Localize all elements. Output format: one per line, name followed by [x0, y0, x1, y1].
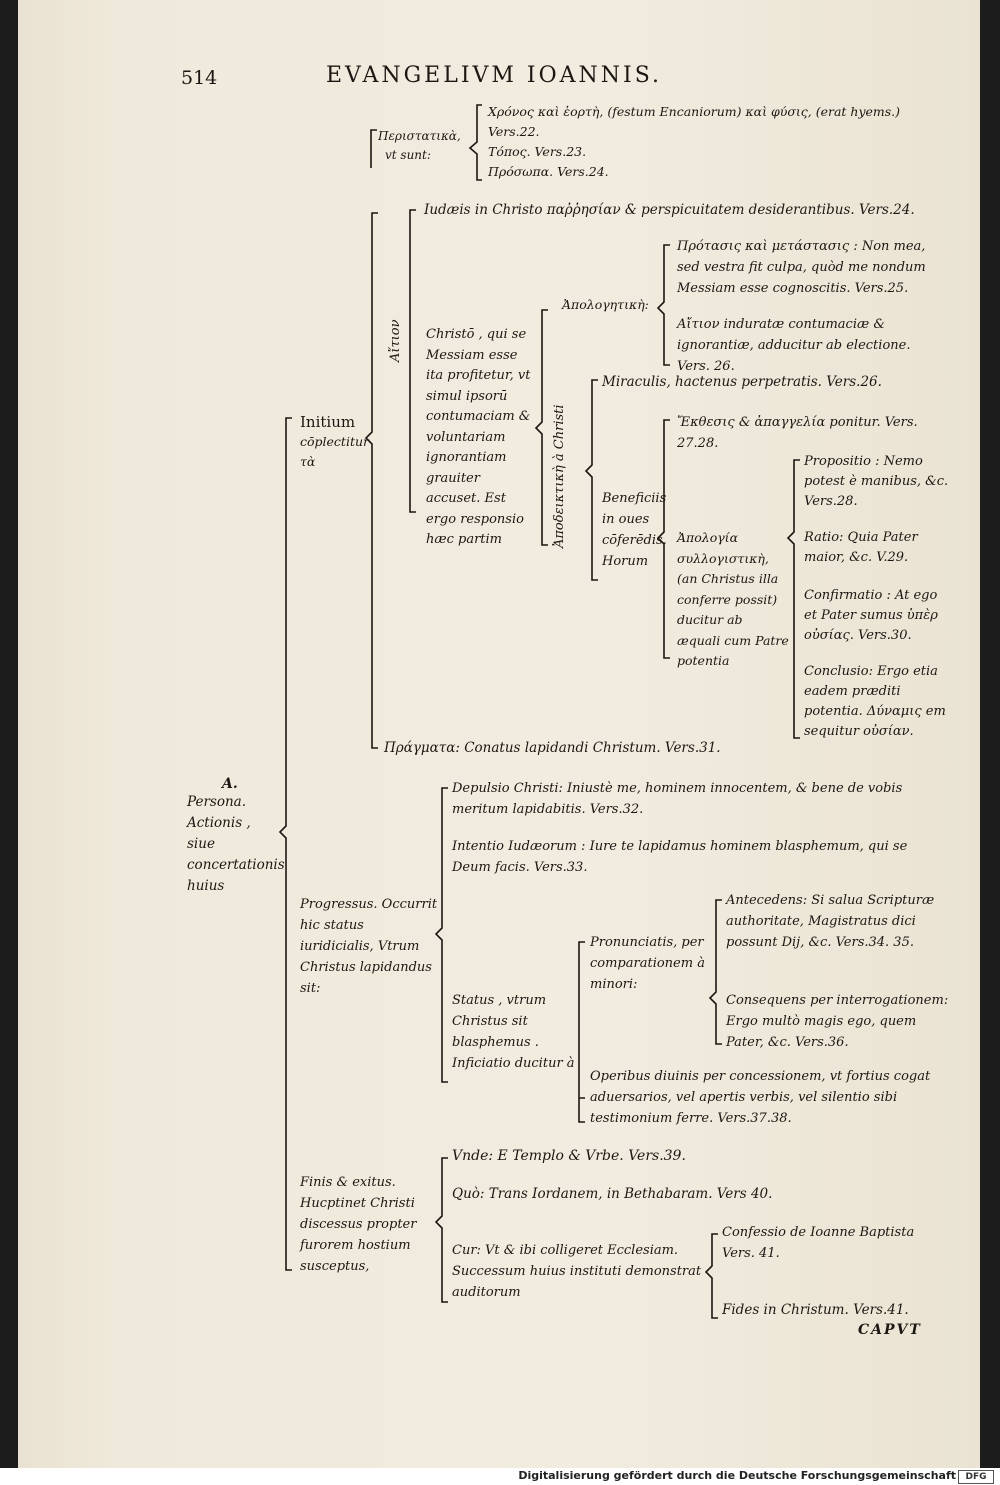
bracket-aitia [409, 209, 416, 513]
operibus-text: Operibus diuinis per concessionem, vt fo… [590, 1069, 931, 1126]
fides-line: Fides in Christum. Vers.41. [722, 1302, 909, 1318]
bracket-peristatika [370, 129, 377, 168]
root-letter: A. [222, 776, 238, 792]
confessio-text: Confessio de Ioanne Baptista Vers. 41. [722, 1225, 915, 1261]
unde-line: Vnde: E Templo & Vrbe. Vers.39. [452, 1148, 686, 1164]
iudaeis-line: Iudæis in Christo παῤῥησίαν & perspicuit… [424, 202, 915, 218]
bracket-cur [704, 1233, 718, 1319]
miraculis-line: Miraculis, hactenus perpetratis. Vers.26… [602, 374, 882, 390]
finis-text: Finis & exitus. Hucptinet Christi disces… [300, 1175, 417, 1274]
dfg-logo-icon: DFG [958, 1470, 994, 1484]
progressus-text: Progressus. Occurrit hic status iuridici… [300, 897, 438, 996]
bracket-root [278, 417, 292, 1271]
ratio-text: Ratio: Quia Pater maior, &c. V.29. [804, 530, 918, 565]
depulsio-text: Depulsio Christi: Iniustè me, hominem in… [452, 781, 903, 817]
quo-line: Quò: Trans Iordanem, in Bethabaram. Vers… [452, 1186, 773, 1202]
conclusio-text: Conclusio: Ergo etia eadem præditi poten… [804, 664, 946, 739]
bracket-christo [534, 309, 548, 546]
apologia-text: Ἀπολογία συλλογιστικὴ, (an Christus illa… [677, 530, 789, 668]
book-page [18, 0, 980, 1468]
apologetike-item-2: Αἴτιον induratæ contumaciæ & ignorantiæ,… [677, 317, 911, 374]
peristatika-item-2: Vers.22. [488, 124, 540, 139]
bracket-apodeixis [584, 379, 598, 581]
peristatika-head: Περιστατικὰ, [378, 129, 461, 143]
footer-strip [0, 1468, 1000, 1485]
bracket-apologia [786, 459, 800, 739]
initium-head: Initium [300, 413, 356, 431]
peristatika-sub: vt sunt: [385, 148, 431, 162]
ekthesis-line: Ἔκθεσις & ἀπαγγελία ponitur. Vers. 27.28… [677, 415, 918, 451]
page-number: 514 [181, 67, 218, 89]
aitia-vertical-label: Αἴτιον [388, 319, 403, 362]
initium-sub: cōplectitur τὰ [300, 434, 369, 469]
catchword: CAPVT [858, 1322, 922, 1338]
status-text: Status , vtrum Christus sit blasphemus .… [452, 993, 575, 1071]
bracket-apologetike [656, 244, 670, 366]
bracket-peristatika-items [468, 104, 482, 181]
apologetike-label: Ἀπολογητικὴ: [562, 297, 649, 312]
root-label: Persona. Actionis , siue concertationis … [187, 794, 285, 894]
bracket-pronunciatis [708, 899, 722, 1045]
christo-text: Christō , qui se Messiam esse ita profit… [426, 327, 531, 547]
apodeixis-vertical-label: Ἀποδεικτικὴ à Christi [552, 404, 567, 548]
consequens-text: Consequens per interrogationem: Ergo mul… [726, 993, 949, 1050]
running-title: EVANGELIVM IOANNIS. [326, 63, 663, 88]
apologetike-item-1: Πρότασις καὶ μετάστασις : Non mea, sed v… [677, 239, 926, 296]
pragmata-line: Πράγματα: Conatus lapidandi Christum. Ve… [384, 740, 721, 756]
confirmatio-text: Confirmatio : At ego et Pater sumus ὑπὲρ… [804, 588, 938, 643]
peristatika-item-3: Τόπος. Vers.23. [488, 144, 587, 159]
bracket-initium [364, 212, 378, 749]
peristatika-item-1: Χρόνος καὶ ἑορτὴ, (festum Encaniorum) κα… [488, 104, 901, 119]
beneficiis-text: Beneficiis in oues cōferēdis. Horum [602, 491, 667, 569]
bracket-progressus [434, 787, 448, 1083]
pronunciatis-text: Pronunciatis, per comparationem à minori… [590, 935, 705, 992]
digitization-credit: Digitalisierung gefördert durch die Deut… [518, 1469, 956, 1482]
intentio-text: Intentio Iudæorum : Iure te lapidamus ho… [452, 839, 908, 875]
bracket-status [578, 941, 585, 1123]
cur-text: Cur: Vt & ibi colligeret Ecclesiam. Succ… [452, 1243, 702, 1300]
bracket-beneficiis [656, 419, 670, 659]
propositio-text: Propositio : Nemo potest è manibus, &c. … [804, 454, 949, 509]
antecedens-text: Antecedens: Si salua Scripturæ authorita… [726, 893, 935, 950]
bracket-finis [434, 1157, 448, 1303]
peristatika-item-4: Πρόσωπα. Vers.24. [488, 164, 609, 179]
